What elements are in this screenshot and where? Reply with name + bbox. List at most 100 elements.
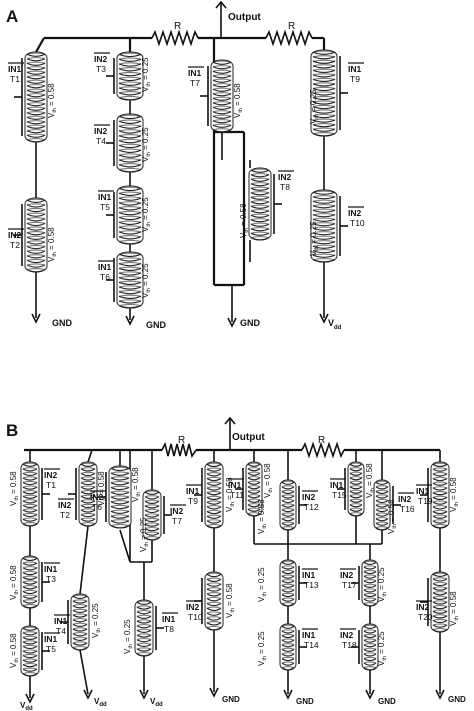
panel-b-rail-gnd-4: GND: [448, 695, 466, 704]
panel-a-t7-threshold: Vth = 0.58: [233, 83, 244, 118]
panel-b-resistor-2: [301, 441, 345, 459]
panel-b-t5-threshold: Vth = 0.58: [9, 633, 20, 668]
panel-a-resistor-label-1: R: [174, 21, 181, 32]
panel-b-t5-input-label: IN1: [44, 634, 58, 644]
panel-b-t5-label: T5: [46, 644, 56, 654]
panel-b-rail-gnd-3: GND: [378, 697, 396, 706]
panel-a-resistor-label-2: R: [288, 21, 295, 32]
panel-b-t19-label: T19: [418, 496, 433, 506]
panel-b-t9-label: T9: [188, 496, 198, 506]
panel-b-t14-input-label: IN1: [302, 630, 316, 640]
panel-b-t18-input-label: IN2: [340, 630, 354, 640]
panel-a-t1-label: T1: [10, 74, 20, 84]
panel-a-t4-label: T4: [96, 136, 106, 146]
panel-b-t16-input-label: IN2: [398, 494, 412, 504]
panel-b-t3-input-label: IN1: [44, 564, 58, 574]
panel-a-t9-label: T9: [350, 74, 360, 84]
panel-a: A Output R R: [6, 0, 365, 331]
panel-b-t6-label: T6: [92, 502, 102, 512]
panel-b-t7-threshold: Vth = 0.25: [139, 517, 150, 552]
panel-a-t6-input-label: IN1: [98, 262, 112, 272]
panel-b-rail-vdd-2: Vdd: [94, 697, 107, 708]
panel-a-t3-threshold: Vth = 0.25: [141, 57, 152, 92]
panel-a-output-label: Output: [228, 12, 261, 23]
panel-a-t2-label: T2: [10, 240, 20, 250]
panel-b-t15-threshold: Vth = 0.58: [365, 463, 376, 498]
panel-a-rails: GND GND GND Vdd: [31, 313, 342, 331]
panel-b-resistor-label-1: R: [178, 435, 185, 446]
panel-a-t9-threshold: Vth = 0.25: [309, 89, 320, 124]
panel-b-rail-vdd-3: Vdd: [150, 697, 163, 708]
panel-a-rail-gnd-1: GND: [52, 318, 73, 328]
panel-b-t8-input-label: IN1: [162, 614, 176, 624]
panel-b-t16-label: T16: [400, 504, 415, 514]
panel-b-t20-label: T20: [418, 612, 433, 622]
panel-b-t9-input-label: IN1: [186, 486, 200, 496]
panel-a-t4-threshold: Vth = 0.25: [141, 127, 152, 162]
panel-b-t17-label: T17: [342, 580, 357, 590]
panel-b-t3-threshold: Vth = 0.58: [9, 565, 20, 600]
panel-a-t2-threshold: Vth = 0.58: [47, 227, 58, 262]
panel-b-t1-threshold: Vth = 0.58: [9, 471, 20, 506]
panel-b-t8-threshold: Vth = 0.25: [123, 619, 134, 654]
panel-b-t19-input-label: IN1: [416, 486, 430, 496]
panel-a-t8-input-label: IN2: [278, 172, 292, 182]
panel-b-t17-input-label: IN2: [340, 570, 354, 580]
panel-b-letter: B: [6, 421, 18, 440]
panel-b-t12-threshold: Vth = 0.58: [257, 499, 268, 534]
panel-b-t18-label: T18: [342, 640, 357, 650]
panel-b-t11-threshold: Vth = 0.58: [263, 463, 274, 498]
panel-a-t3-input-label: IN2: [94, 54, 108, 64]
panel-b-t13-input-label: IN1: [302, 570, 316, 580]
panel-a-t6-label: T6: [100, 272, 110, 282]
panel-a-rail-gnd-2: GND: [146, 320, 167, 330]
panel-b-resistor-1: [161, 441, 197, 458]
panel-a-t5-threshold: Vth = 0.25: [141, 197, 152, 232]
panel-b-t1-label: T1: [46, 480, 56, 490]
panel-a-t6-threshold: Vth = 0.25: [141, 263, 152, 298]
panel-b-rail-vdd-1: Vdd: [20, 701, 33, 711]
panel-a-t5-label: T5: [100, 202, 110, 212]
panel-b-t7-input-label: IN2: [170, 506, 184, 516]
panel-b-output-label: Output: [232, 432, 265, 443]
panel-a-rail-vdd-1: Vdd: [328, 318, 342, 331]
panel-b-t13-label: T13: [304, 580, 319, 590]
panel-a-t3-label: T3: [96, 64, 106, 74]
panel-a-t2-input-label: IN2: [8, 230, 22, 240]
panel-b-t10-threshold: Vth = 0.58: [225, 583, 236, 618]
panel-b-t7-label: T7: [172, 516, 182, 526]
panel-a-t8-label: T8: [280, 182, 290, 192]
panel-b-resistor-label-2: R: [318, 435, 325, 446]
panel-b: B Output R R: [6, 416, 466, 711]
panel-b-t3-label: T3: [46, 574, 56, 584]
panel-a-t10-input-label: IN2: [348, 208, 362, 218]
panel-b-rails: Vdd Vdd Vdd GND GND GND GND: [20, 687, 466, 711]
panel-b-t10-input-label: IN2: [186, 602, 200, 612]
panel-b-rail-gnd-2: GND: [296, 697, 314, 706]
panel-b-t9-threshold: Vth = 0.58: [225, 477, 236, 512]
panel-b-t15-label: T15: [332, 490, 347, 500]
panel-b-t15-input-label: IN1: [330, 480, 344, 490]
